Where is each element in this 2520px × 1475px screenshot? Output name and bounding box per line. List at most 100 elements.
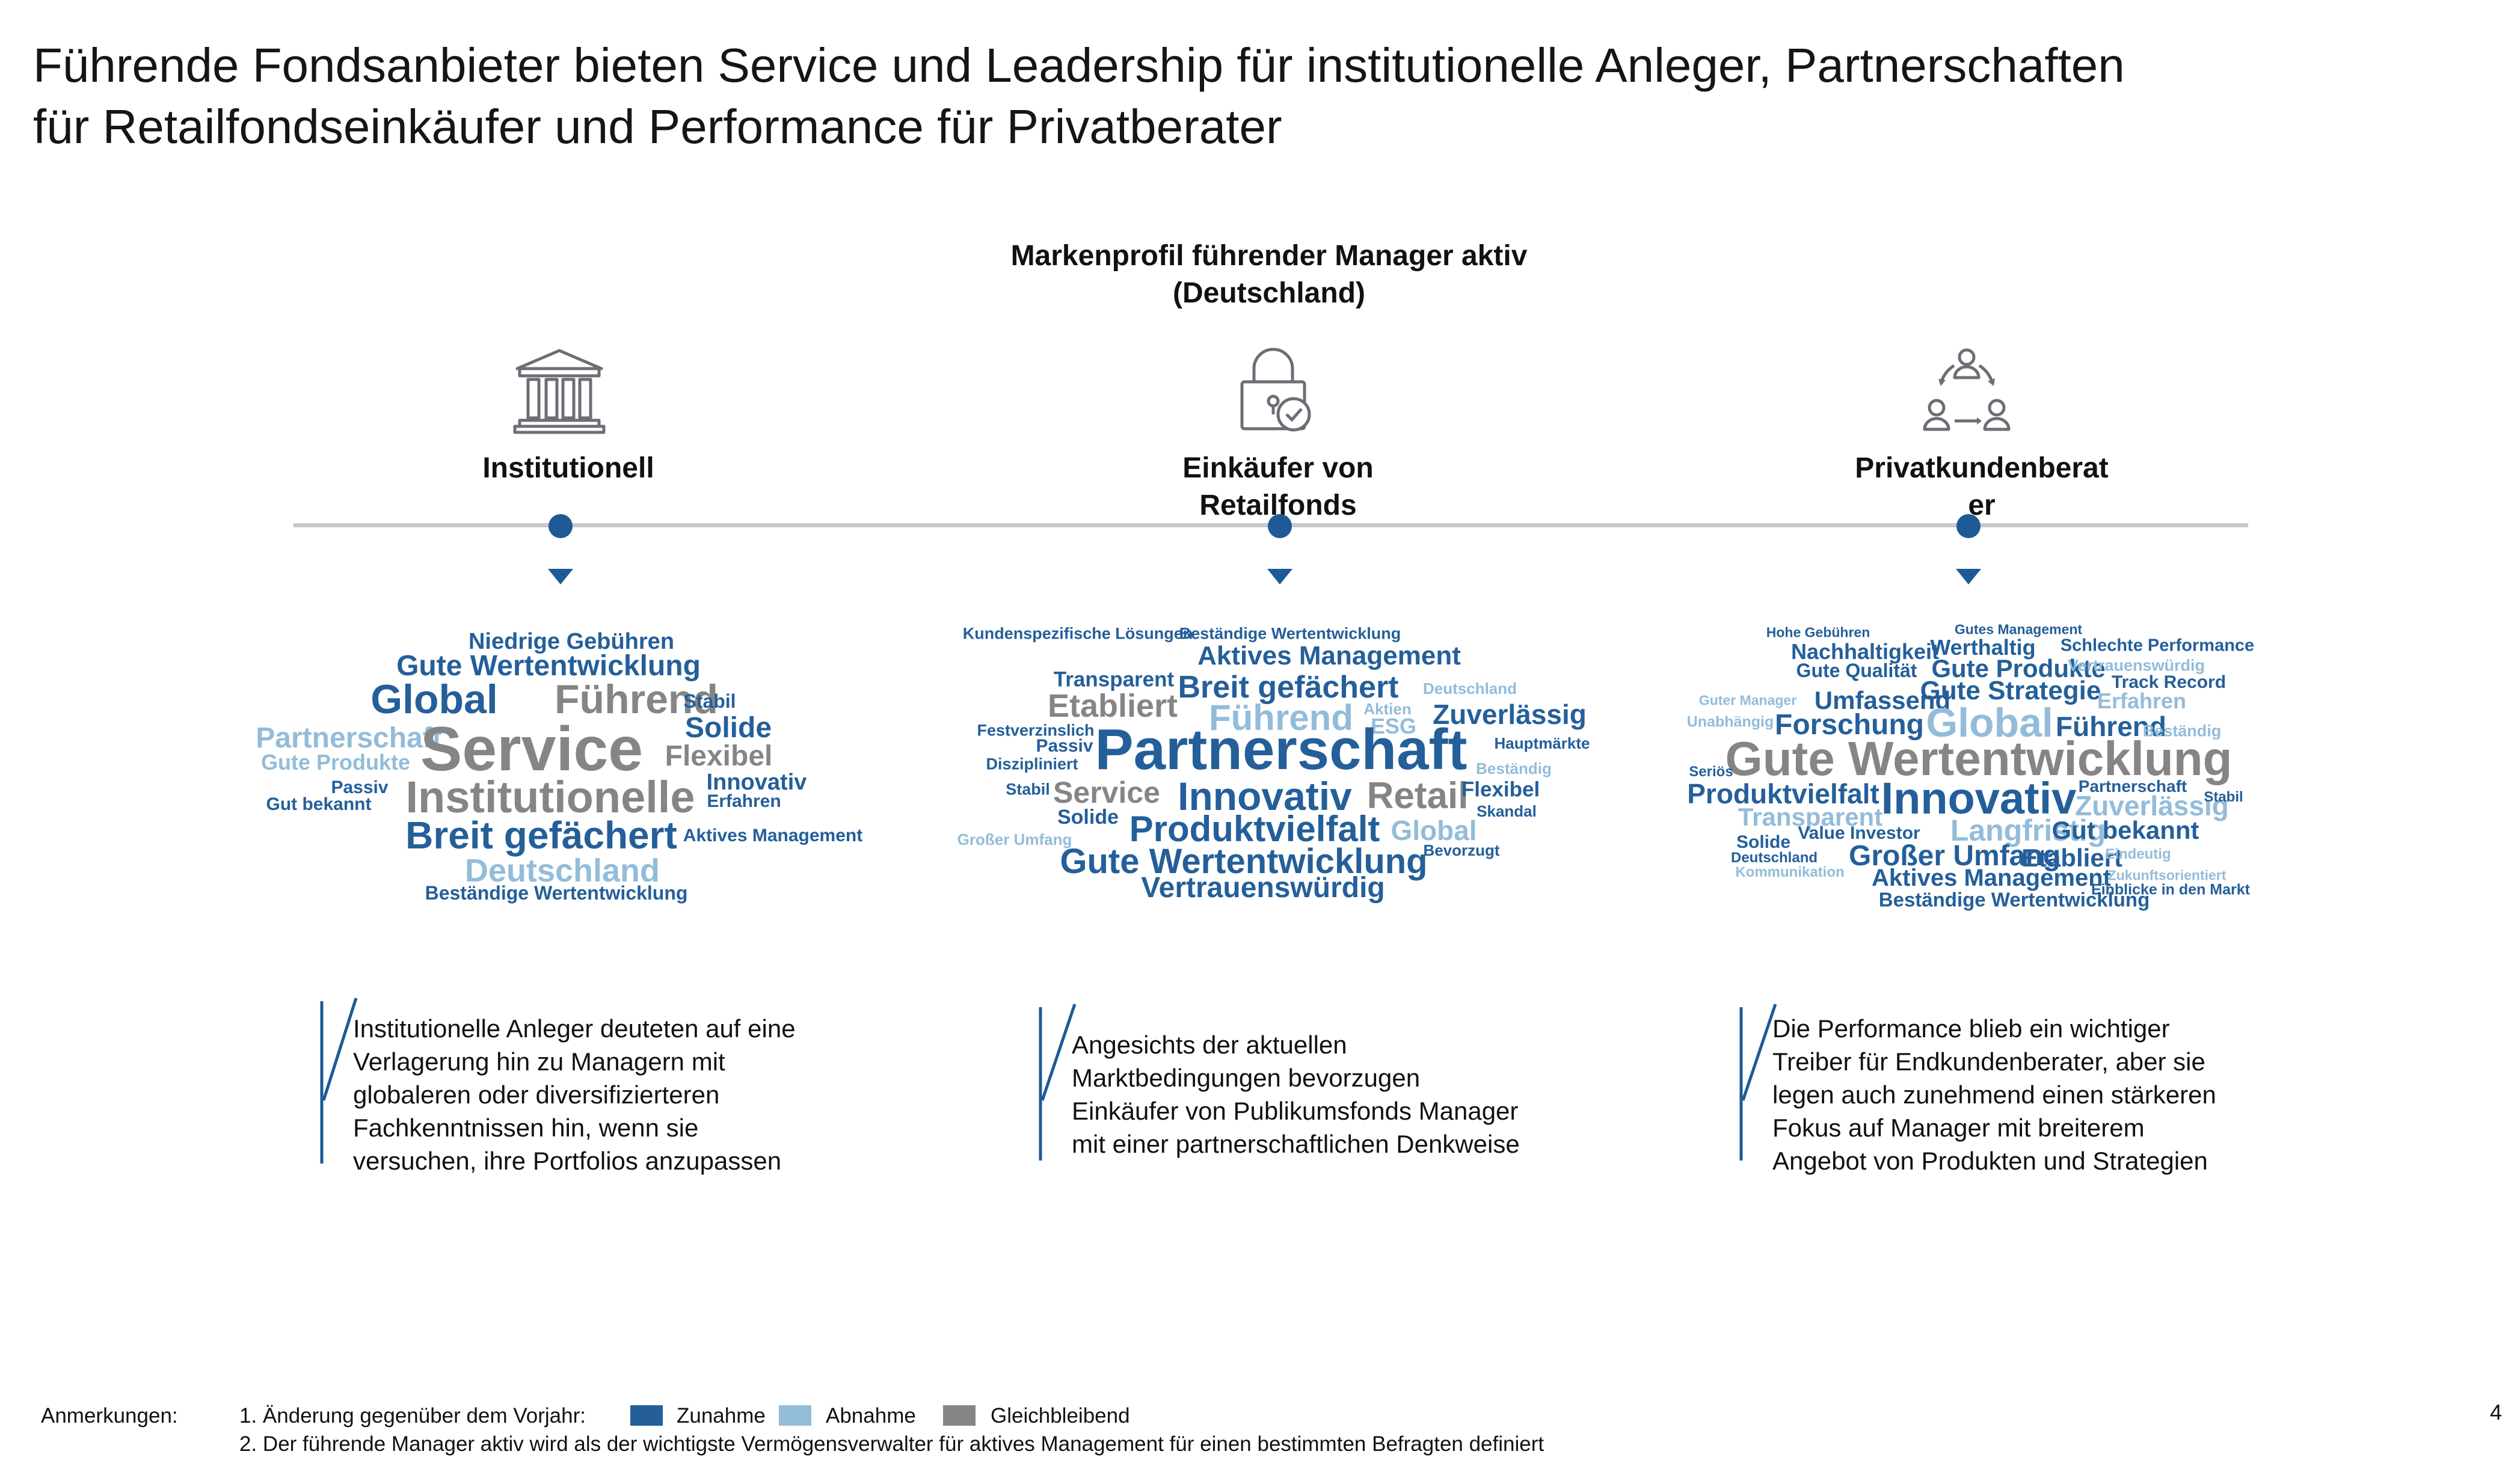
note-line: Die Performance blieb ein wichtiger — [1772, 1014, 2170, 1043]
cloud-word: Vertrauenswürdig — [1141, 872, 1385, 904]
cloud-word: Umfassend — [1814, 686, 1951, 714]
cloud-word: Gute Wertentwicklung — [396, 650, 701, 682]
cloud-word: Hohe Gebühren — [1766, 624, 1870, 640]
cloud-word: Deutschland — [1422, 679, 1517, 698]
note-line: Fokus auf Manager mit breiterem — [1772, 1114, 2145, 1142]
legend-swatch-decrease — [779, 1405, 811, 1426]
cloud-word: Service — [1053, 776, 1160, 809]
subtitle-line-2: (Deutschland) — [1172, 277, 1365, 309]
column-label-institutionell: Institutionell — [388, 450, 749, 487]
cloud-word: Value Investor — [1798, 823, 1920, 843]
cloud-word: Produktvielfalt — [1687, 778, 1879, 809]
down-arrow-icon — [1956, 569, 1981, 584]
cloud-word: Führend — [555, 676, 718, 722]
cloud-word: Aktives Management — [1872, 865, 2111, 891]
title-line-1: Führende Fondsanbieter bieten Service un… — [33, 38, 2125, 92]
cloud-word: Deutschland — [1730, 850, 1818, 866]
note-institutionell: Institutionelle Anleger deuteten auf ein… — [353, 1012, 796, 1177]
cloud-word: Gute Produkte — [260, 750, 411, 774]
down-arrow-icon — [1267, 569, 1292, 584]
legend-label-unchanged: Gleichbleibend — [991, 1404, 1130, 1427]
cloud-word: ESG — [1370, 714, 1417, 738]
note-retailfonds: Angesichts der aktuellen Marktbedingunge… — [1072, 1028, 1520, 1161]
footer-note-1: 1. Änderung gegenüber dem Vorjahr: — [239, 1404, 586, 1427]
cloud-word: Solide — [1736, 832, 1791, 852]
cloud-word: Transparent — [1738, 803, 1883, 831]
page-title: Führende Fondsanbieter bieten Service un… — [33, 35, 2379, 158]
cloud-word: Partnerschaft — [1095, 717, 1467, 782]
cloud-word: Stabil — [2204, 789, 2243, 805]
cloud-word: Flexibel — [665, 740, 773, 772]
cloud-word: Retail — [1366, 775, 1469, 817]
cloud-word: Beständig — [2142, 722, 2222, 740]
cloud-word: Guter Manager — [1698, 692, 1797, 708]
cloud-word: Eindeutig — [2105, 846, 2171, 862]
cloud-word: Forschung — [1775, 709, 1924, 741]
cloud-word: Gute Qualität — [1796, 660, 1917, 681]
cloud-word: Breit gefächert — [405, 814, 677, 857]
cloud-word: Track Record — [2111, 672, 2227, 692]
cloud-word: Großer Umfang — [1848, 840, 2061, 872]
cloud-word: Unabhängig — [1686, 713, 1774, 731]
cloud-word: Bevorzugt — [1423, 841, 1500, 859]
cloud-word: Innovativ — [1881, 773, 2077, 823]
cloud-word: Institutionelle — [405, 772, 695, 822]
note-line: Institutionelle Anleger deuteten auf ein… — [353, 1014, 796, 1043]
note-line: globaleren oder diversifizierteren — [353, 1081, 720, 1109]
cloud-word: Schlechte Performance — [2060, 636, 2255, 655]
cloud-word: Etabliert — [2021, 844, 2123, 872]
column-label-line: er — [1968, 489, 1996, 521]
cloud-word: Global — [1391, 815, 1477, 846]
cloud-word: Gut bekannt — [266, 794, 372, 814]
cloud-word: Führend — [1209, 698, 1353, 738]
column-label-line: Institutionell — [482, 452, 654, 484]
note-line: Einkäufer von Publikumsfonds Manager — [1072, 1097, 1519, 1125]
cloud-word: Hauptmärkte — [1494, 734, 1590, 752]
cloud-word: Global — [370, 676, 498, 722]
column-label-retailfonds: Einkäufer von Retailfonds — [1098, 450, 1458, 524]
cloud-word: Niedrige Gebühren — [468, 629, 675, 654]
cloud-word: Gute Strategie — [1920, 676, 2101, 705]
note-line: Angebot von Produkten und Strategien — [1772, 1147, 2208, 1175]
cloud-word: Aktives Management — [1197, 641, 1461, 670]
cloud-word: Langfristig — [1950, 814, 2106, 847]
note-line: Treiber für Endkundenberater, aber sie — [1772, 1047, 2205, 1076]
page-number: 4 — [2489, 1400, 2502, 1424]
lock-check-icon — [1240, 348, 1311, 432]
title-line-2: für Retailfondseinkäufer und Performance… — [33, 100, 1282, 153]
note-line: mit einer partnerschaftlichen Denkweise — [1072, 1130, 1520, 1158]
people-cycle-icon — [1923, 348, 2011, 431]
cloud-word: Beständige Wertentwicklung — [425, 882, 688, 904]
cloud-word: Erfahren — [2097, 688, 2187, 713]
cloud-word: Seriös — [1689, 764, 1733, 780]
column-label-privatkundenberater: Privatkundenberat er — [1801, 450, 2162, 524]
cloud-word: Breit gefächert — [1178, 670, 1399, 705]
cloud-word: Passiv — [1036, 736, 1093, 756]
column-label-line: Privatkundenberat — [1855, 452, 2109, 484]
bank-building-icon — [513, 349, 606, 434]
cloud-word: Gute Produkte — [1931, 654, 2106, 682]
timeline-dot-institutionell — [549, 514, 573, 538]
cloud-word: Partnerschaft — [2078, 777, 2187, 796]
cloud-word: Produktvielfalt — [1129, 809, 1380, 849]
cloud-word: Passiv — [331, 777, 389, 797]
cloud-word: Gute Wertentwicklung — [1060, 842, 1428, 881]
cloud-word: Beständige Wertentwicklung — [1179, 624, 1401, 643]
footer-label: Anmerkungen: — [41, 1404, 178, 1427]
legend-swatch-unchanged — [943, 1405, 976, 1426]
legend-label-increase: Zunahme — [677, 1404, 766, 1427]
cloud-word: Nachhaltigkeit — [1790, 639, 1940, 664]
legend-swatch-increase — [630, 1405, 663, 1426]
note-slash-icon — [1739, 1004, 1777, 1161]
cloud-word: Aktives Management — [683, 826, 863, 845]
legend-label-decrease: Abnahme — [826, 1404, 916, 1427]
cloud-word: Großer Umfang — [957, 830, 1072, 848]
cloud-word: Gute Wertentwicklung — [1725, 732, 2233, 785]
cloud-word: Etabliert — [1047, 688, 1178, 724]
cloud-word: Gutes Management — [1954, 621, 2083, 637]
cloud-word: Skandal — [1477, 802, 1537, 820]
cloud-word: Zukunftsorientiert — [2107, 867, 2227, 883]
cloud-word: Aktien — [1363, 700, 1412, 718]
cloud-word: Flexibel — [1461, 777, 1540, 802]
cloud-word: Transparent — [1053, 667, 1175, 692]
